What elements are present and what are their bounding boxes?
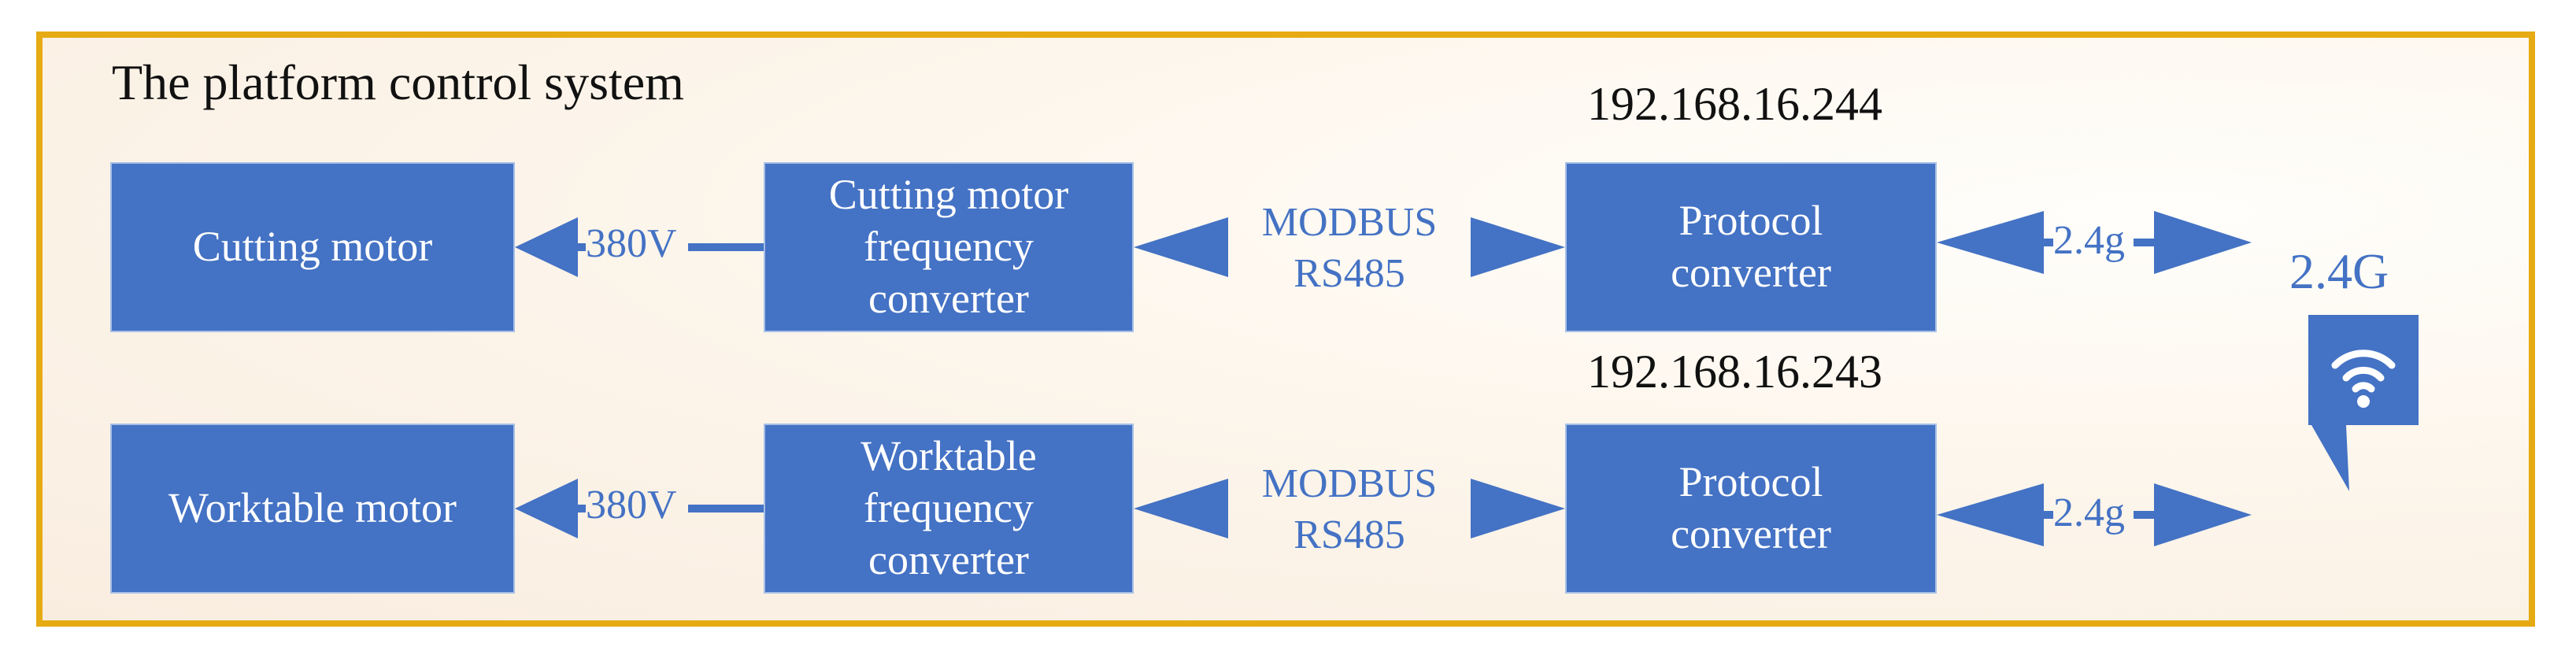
bus-arrowhead-left-row-1 xyxy=(1134,217,1228,277)
worktable-motor-label: Worktable motor xyxy=(168,484,457,532)
bus-label-line-2: RS485 xyxy=(1294,512,1405,557)
worktable-frequency-converter-box: Worktable frequency converter xyxy=(764,424,1134,594)
diagram-title: The platform control system xyxy=(112,54,684,110)
voltage-label-row-1: 380V xyxy=(586,221,677,266)
voltage-line-right-row-2 xyxy=(688,505,764,512)
bus-label-row-1: MODBUS RS485 xyxy=(1228,197,1471,299)
wireless-line-right-row-2 xyxy=(2134,511,2156,519)
wireless-line-left-row-2 xyxy=(2042,511,2053,519)
wireless-arrowhead-left-row-2 xyxy=(1937,483,2044,546)
frequency-converter-line-3: converter xyxy=(868,274,1029,322)
voltage-arrowhead-row-2 xyxy=(515,479,578,538)
voltage-line-left-row-2 xyxy=(575,505,586,512)
protocol-converter-line-2: converter xyxy=(1671,249,1831,296)
frequency-converter-line-1: Worktable xyxy=(861,432,1037,480)
ip-address-row-2: 192.168.16.243 xyxy=(1587,346,1882,398)
bus-label-line-1: MODBUS xyxy=(1261,200,1438,245)
wireless-arrowhead-left-row-1 xyxy=(1937,211,2044,274)
bus-label-line-2: RS485 xyxy=(1294,251,1405,296)
protocol-converter-line-2: converter xyxy=(1671,510,1831,557)
wireless-label-row-1: 2.4g xyxy=(2053,218,2125,263)
frequency-converter-line-2: frequency xyxy=(864,223,1034,271)
frequency-converter-line-1: Cutting motor xyxy=(828,171,1069,219)
protocol-converter-line-1: Protocol xyxy=(1678,197,1823,245)
voltage-line-right-row-1 xyxy=(688,243,764,251)
bus-arrowhead-left-row-2 xyxy=(1134,479,1228,538)
bus-arrowhead-right-row-1 xyxy=(1471,217,1565,277)
wireless-line-right-row-1 xyxy=(2134,239,2156,246)
protocol-converter-box-2: Protocol converter xyxy=(1565,424,1937,594)
worktable-motor-box: Worktable motor xyxy=(110,424,515,594)
voltage-label-row-2: 380V xyxy=(586,483,677,527)
protocol-converter-line-1: Protocol xyxy=(1678,458,1823,506)
wifi-icon xyxy=(2308,315,2419,491)
protocol-converter-box-1: Protocol converter xyxy=(1565,162,1937,332)
cutting-motor-box: Cutting motor xyxy=(110,162,515,332)
frequency-converter-line-3: converter xyxy=(868,535,1029,583)
cutting-motor-label: Cutting motor xyxy=(192,223,433,271)
ip-address-row-1: 192.168.16.244 xyxy=(1587,78,1882,130)
frequency-converter-line-2: frequency xyxy=(864,484,1034,532)
bus-label-row-2: MODBUS RS485 xyxy=(1228,458,1471,561)
voltage-arrowhead-row-1 xyxy=(515,217,578,277)
wireless-arrowhead-right-row-1 xyxy=(2154,211,2252,274)
cutting-motor-frequency-converter-box: Cutting motor frequency converter xyxy=(764,162,1134,332)
bus-label-line-1: MODBUS xyxy=(1261,461,1438,506)
wireless-label-row-2: 2.4g xyxy=(2053,490,2125,535)
wireless-node-label: 2.4G xyxy=(2289,243,2389,299)
wireless-arrowhead-right-row-2 xyxy=(2154,483,2252,546)
bus-arrowhead-right-row-2 xyxy=(1471,479,1565,538)
wireless-line-left-row-1 xyxy=(2042,239,2053,246)
voltage-line-left-row-1 xyxy=(575,243,586,251)
